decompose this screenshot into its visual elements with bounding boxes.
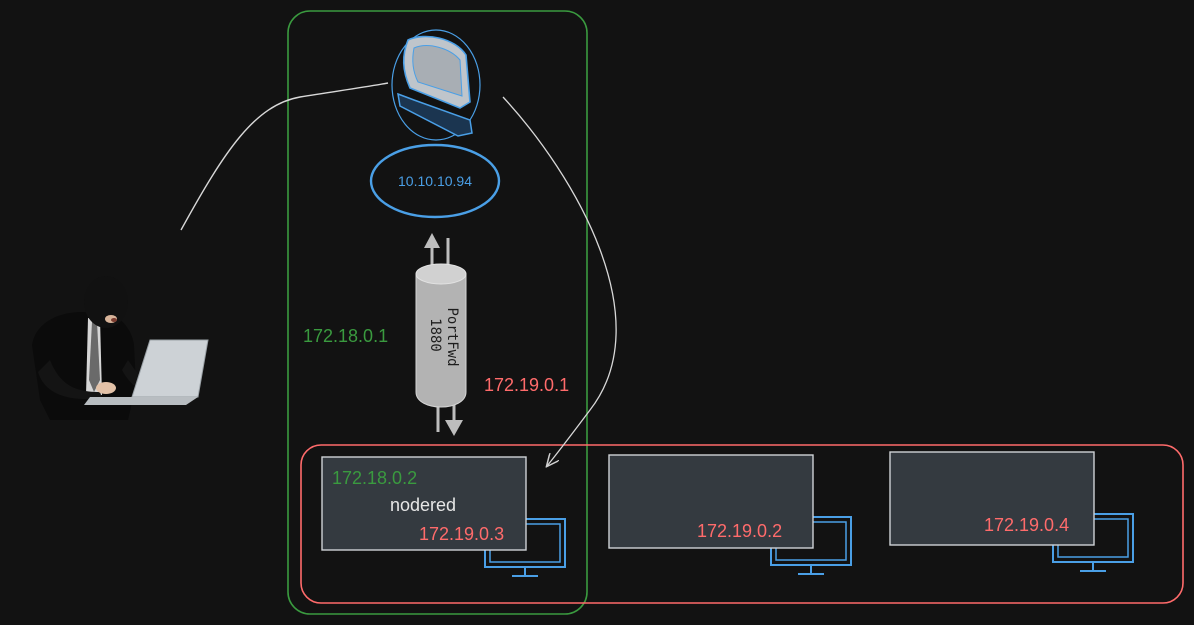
node-2: 172.19.0.2 — [608, 454, 852, 575]
pivot-net-b-ip: 172.19.0.1 — [484, 375, 569, 395]
node-ip-b: 172.19.0.2 — [697, 521, 782, 541]
port-forward-tunnel: PortFwd 1880 — [415, 233, 467, 436]
node-3: 172.19.0.4 — [889, 451, 1134, 572]
pivot-to-nodered-arrow — [502, 96, 617, 466]
attacker-hacker-icon — [32, 276, 209, 420]
network-a-frame — [287, 10, 588, 615]
node-name: nodered — [390, 495, 456, 515]
tunnel-label-line1: PortFwd — [444, 307, 460, 366]
attacker-to-pivot-line — [180, 82, 389, 231]
pivot-net-a-ip: 172.18.0.1 — [303, 326, 388, 346]
crt-computer-icon — [391, 29, 481, 141]
node-ip-b: 172.19.0.3 — [419, 524, 504, 544]
pivot-ip-label: 10.10.10.94 — [398, 173, 472, 189]
network-b-frame — [300, 444, 1184, 604]
pivot-ip-badge: 10.10.10.94 — [369, 143, 501, 219]
node-nodered: 172.18.0.2 nodered 172.19.0.3 — [321, 456, 566, 577]
tunnel-label-line2: 1880 — [427, 318, 443, 352]
node-ip-b: 172.19.0.4 — [984, 515, 1069, 535]
node-ip-a: 172.18.0.2 — [332, 468, 417, 488]
